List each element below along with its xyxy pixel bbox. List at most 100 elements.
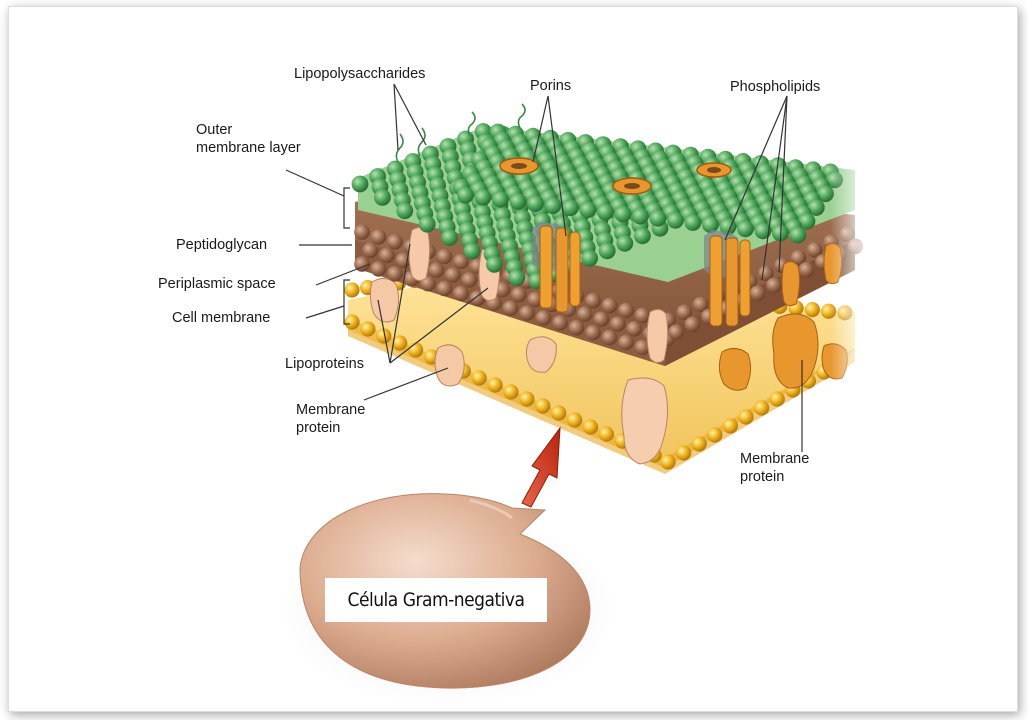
label-membrane-protein-right-line1: Membrane — [740, 451, 809, 468]
peptidoglycan-bead — [668, 324, 684, 340]
outer-membrane-head — [581, 250, 598, 267]
outer-membrane-head — [464, 243, 481, 260]
outer-membrane-head — [616, 235, 633, 252]
outer-membrane-head — [441, 229, 458, 246]
phospholipid-head — [535, 398, 550, 413]
outer-membrane-head — [737, 220, 754, 237]
peptidoglycan-bead — [685, 317, 701, 333]
pointer-arrow — [522, 428, 560, 507]
peptidoglycan-bead — [766, 278, 782, 294]
outer-membrane-head — [396, 202, 413, 219]
peptidoglycan-bead — [627, 321, 643, 337]
label-outer-membrane-line1: Outer — [196, 122, 232, 139]
phospholipid-head — [503, 384, 518, 399]
label-phospholipids: Phospholipids — [730, 79, 820, 96]
peptidoglycan-bead — [577, 306, 593, 322]
outer-membrane-head — [562, 199, 579, 216]
peptidoglycan-bead — [437, 281, 453, 297]
outer-membrane-head — [492, 191, 509, 208]
outer-membrane-head — [545, 197, 562, 214]
phospholipid-head — [770, 391, 785, 406]
label-peptidoglycan: Peptidoglycan — [176, 237, 267, 254]
phospholipid-head — [551, 405, 566, 420]
phospholipid-head — [583, 419, 598, 434]
peptidoglycan-bead — [585, 325, 601, 341]
peptidoglycan-bead — [519, 305, 535, 321]
peptidoglycan-bead — [437, 249, 453, 265]
phospholipid-head — [408, 342, 423, 357]
outer-membrane-head — [597, 204, 614, 221]
label-membrane-protein-left-line1: Membrane — [296, 402, 365, 419]
phospholipid-head — [599, 426, 614, 441]
phospholipid-head — [472, 370, 487, 385]
phospholipid-head — [360, 321, 375, 336]
phospholipid-head — [676, 445, 691, 460]
outer-membrane-head — [634, 227, 651, 244]
phospholipid-head — [692, 436, 707, 451]
phospholipid-head — [344, 314, 359, 329]
label-outer-membrane-line2: membrane layer — [196, 140, 301, 157]
peptidoglycan-bead — [585, 293, 601, 309]
phospholipid-head — [344, 282, 359, 297]
peptidoglycan-bead — [618, 335, 634, 351]
phospholipid-head — [754, 400, 769, 415]
cell-caption: Célula Gram-negativa — [325, 578, 547, 622]
outer-membrane-head — [527, 195, 544, 212]
peptidoglycan-bead — [445, 267, 461, 283]
edge-fade — [830, 150, 870, 490]
outer-membrane-head — [667, 212, 684, 229]
peptidoglycan-bead — [354, 224, 370, 240]
outer-membrane-head — [650, 210, 667, 227]
outer-membrane-head — [599, 242, 616, 259]
outer-membrane-head — [510, 193, 527, 210]
outer-membrane-head — [419, 216, 436, 233]
outer-membrane-head — [615, 206, 632, 223]
outer-membrane-head — [632, 208, 649, 225]
phospholipid-head — [723, 418, 738, 433]
peptidoglycan-bead — [462, 272, 478, 288]
outer-membrane-head — [790, 227, 807, 244]
label-porins: Porins — [530, 78, 571, 95]
phospholipid-head — [488, 377, 503, 392]
phospholipid-head — [738, 409, 753, 424]
peptidoglycan-bead — [387, 234, 403, 250]
peptidoglycan-bead — [371, 229, 387, 245]
outer-membrane-head — [352, 176, 369, 193]
outer-membrane-head — [475, 189, 492, 206]
phospholipid-head — [660, 454, 675, 469]
peptidoglycan-bead — [503, 300, 519, 316]
outer-membrane-head — [374, 189, 391, 206]
peptidoglycan-bead — [618, 303, 634, 319]
outer-membrane-head — [580, 201, 597, 218]
label-lipopolysaccharides: Lipopolysaccharides — [294, 66, 425, 83]
label-cell-membrane: Cell membrane — [172, 310, 270, 327]
peptidoglycan-bead — [552, 315, 568, 331]
label-membrane-protein-right-line2: protein — [740, 469, 784, 486]
outer-membrane-head — [685, 214, 702, 231]
peptidoglycan-bead — [429, 262, 445, 278]
label-lipoproteins: Lipoproteins — [285, 356, 364, 373]
peptidoglycan-bead — [750, 285, 766, 301]
outer-membrane-head — [457, 187, 474, 204]
outer-membrane-head — [508, 269, 525, 286]
phospholipid-head — [519, 391, 534, 406]
peptidoglycan-bead — [363, 243, 379, 259]
peptidoglycan-bead — [371, 261, 387, 277]
peptidoglycan-bead — [387, 266, 403, 282]
label-membrane-protein-left-line2: protein — [296, 420, 340, 437]
phospholipid-head — [567, 412, 582, 427]
peptidoglycan-bead — [511, 287, 527, 303]
peptidoglycan-bead — [569, 320, 585, 336]
peptidoglycan-bead — [379, 248, 395, 264]
peptidoglycan-bead — [610, 316, 626, 332]
outer-membrane-head — [486, 256, 503, 273]
phospholipid-head — [707, 427, 722, 442]
label-periplasmic-space: Periplasmic space — [158, 276, 276, 293]
peptidoglycan-bead — [799, 262, 815, 278]
peptidoglycan-bead — [594, 311, 610, 327]
peptidoglycan-bead — [453, 286, 469, 302]
peptidoglycan-bead — [602, 330, 618, 346]
peptidoglycan-bead — [536, 310, 552, 326]
phospholipid-head — [805, 302, 820, 317]
peptidoglycan-bead — [602, 298, 618, 314]
